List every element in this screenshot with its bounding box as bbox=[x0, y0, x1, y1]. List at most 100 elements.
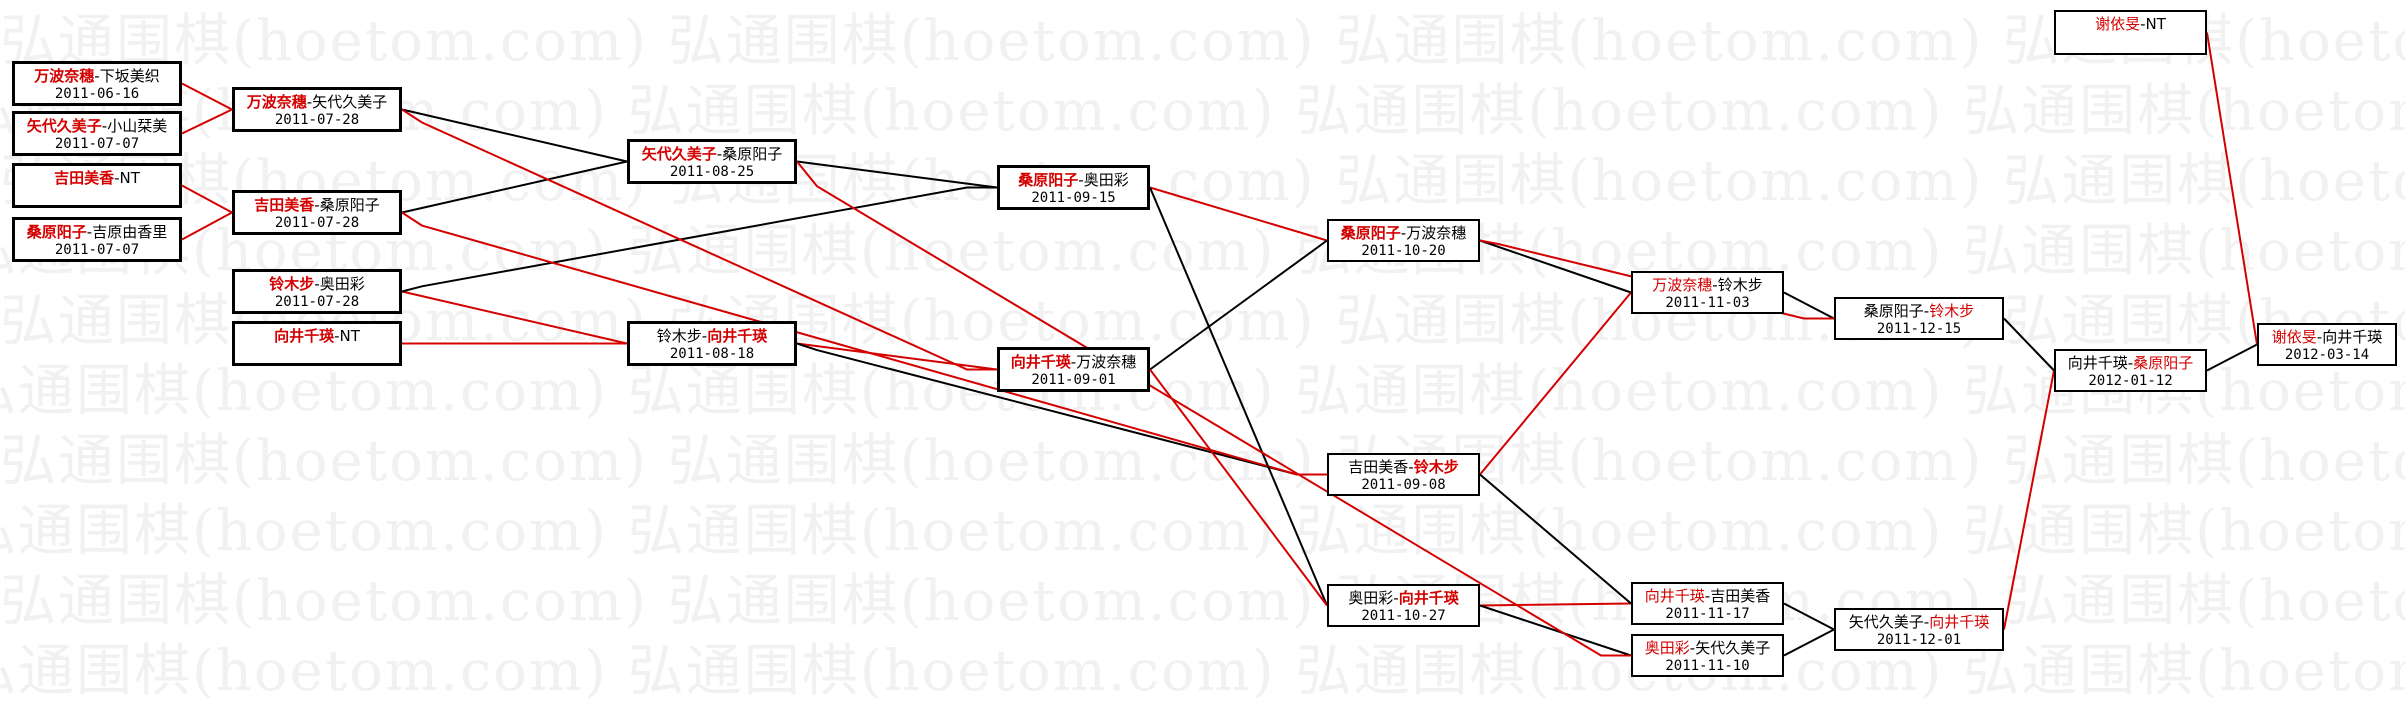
match-date: 2011-11-10 bbox=[1665, 658, 1750, 674]
name-separator: - bbox=[1400, 224, 1407, 242]
connector-line bbox=[181, 184, 233, 214]
winner-name: 谢依旻 bbox=[2271, 328, 2317, 346]
player-name: 吉田美香 bbox=[1710, 587, 1771, 605]
match-players: 矢代久美子-向井千瑛 bbox=[1836, 613, 2002, 631]
match-players: 吉田美香-桑原阳子 bbox=[235, 196, 399, 214]
winner-name: 桑原阳子 bbox=[2133, 354, 2194, 372]
connector-line bbox=[2206, 32, 2258, 345]
match-date: 2011-06-16 bbox=[54, 86, 140, 102]
player-name: 奥田彩 bbox=[1348, 589, 1394, 607]
connector-line bbox=[401, 160, 628, 214]
match-players: 万波奈穗-下坂美织 bbox=[15, 67, 179, 85]
connector-line bbox=[401, 290, 628, 345]
connector-line bbox=[181, 82, 233, 111]
player-name: 桑原阳子 bbox=[1863, 302, 1924, 320]
match-players: 铃木步-奥田彩 bbox=[235, 275, 399, 293]
match-players: 吉田美香-NT bbox=[15, 169, 179, 187]
match-date: 2012-01-12 bbox=[2088, 373, 2173, 389]
player-name: 向井千瑛 bbox=[2067, 354, 2128, 372]
name-separator: - bbox=[86, 223, 93, 241]
name-separator: - bbox=[114, 169, 120, 187]
winner-name: 铃木步 bbox=[1413, 458, 1459, 476]
player-name: 桑原阳子 bbox=[722, 145, 783, 163]
match-box: 谢依旻-NT bbox=[2054, 10, 2207, 55]
connector-line bbox=[1479, 473, 1632, 605]
match-players: 谢依旻-NT bbox=[2056, 15, 2205, 33]
winner-name: 铃木步 bbox=[269, 275, 315, 293]
name-separator: - bbox=[1393, 589, 1399, 607]
winner-name: 万波奈穗 bbox=[246, 93, 307, 111]
match-date: 2011-08-18 bbox=[669, 346, 755, 362]
connector-line bbox=[1149, 368, 1328, 607]
player-name: 奥田彩 bbox=[1083, 171, 1129, 189]
connector-line bbox=[2206, 343, 2258, 372]
connector-line bbox=[796, 342, 998, 371]
player-name: NT bbox=[119, 169, 140, 187]
match-players: 吉田美香-铃木步 bbox=[1329, 458, 1478, 476]
winner-name: 桑原阳子 bbox=[1340, 224, 1401, 242]
match-players: 桑原阳子-万波奈穗 bbox=[1329, 224, 1478, 242]
connector-line bbox=[1783, 628, 1835, 657]
player-name: 铃木步 bbox=[1717, 276, 1763, 294]
name-separator: - bbox=[1712, 276, 1718, 294]
match-players: 桑原阳子-铃木步 bbox=[1836, 302, 2002, 320]
match-players: 奥田彩-矢代久美子 bbox=[1633, 639, 1782, 657]
name-separator: - bbox=[1704, 587, 1711, 605]
match-date: 2011-10-27 bbox=[1361, 608, 1446, 624]
player-name: 矢代久美子 bbox=[312, 93, 388, 111]
winner-name: 万波奈穗 bbox=[34, 67, 95, 85]
match-players: 万波奈穗-铃木步 bbox=[1633, 276, 1782, 294]
name-separator: - bbox=[101, 117, 108, 135]
match-date: 2011-09-08 bbox=[1361, 477, 1446, 493]
winner-name: 吉田美香 bbox=[54, 169, 115, 187]
name-separator: - bbox=[306, 93, 313, 111]
match-date: 2011-07-28 bbox=[274, 294, 360, 310]
connector-line bbox=[1149, 187, 1328, 606]
connector-line bbox=[1149, 239, 1328, 371]
match-date: 2011-09-01 bbox=[1031, 372, 1116, 388]
player-name: 桑原阳子 bbox=[319, 196, 380, 214]
name-separator: - bbox=[314, 196, 320, 214]
player-name: 吉原由香里 bbox=[92, 223, 168, 241]
name-separator: - bbox=[716, 145, 723, 163]
name-separator: - bbox=[1923, 613, 1930, 631]
winner-name: 矢代久美子 bbox=[641, 145, 717, 163]
match-players: 向井千瑛-万波奈穗 bbox=[1000, 353, 1147, 371]
player-name: 向井千瑛 bbox=[2322, 328, 2383, 346]
match-date: 2011-07-07 bbox=[54, 136, 140, 152]
match-date: 2011-12-15 bbox=[1876, 321, 1962, 337]
match-players: 矢代久美子-小山栞美 bbox=[15, 117, 179, 135]
player-name: 万波奈穗 bbox=[1076, 353, 1137, 371]
connector-line bbox=[1783, 291, 1835, 320]
winner-name: 矢代久美子 bbox=[26, 117, 102, 135]
winner-name: 桑原阳子 bbox=[26, 223, 87, 241]
player-name: 铃木步 bbox=[656, 327, 702, 345]
connector-line bbox=[1479, 239, 1632, 294]
connector-line bbox=[1479, 604, 1632, 657]
name-separator: - bbox=[2127, 354, 2134, 372]
match-date: 2011-07-07 bbox=[54, 242, 140, 258]
match-players: 铃木步-向井千瑛 bbox=[630, 327, 794, 345]
player-name: 下坂美织 bbox=[99, 67, 160, 85]
name-separator: - bbox=[1923, 302, 1930, 320]
name-separator: - bbox=[1689, 639, 1696, 657]
match-box: 向井千瑛-NT bbox=[232, 321, 402, 366]
player-name: 矢代久美子 bbox=[1695, 639, 1771, 657]
match-date: 2011-07-28 bbox=[274, 215, 360, 231]
match-players: 万波奈穗-矢代久美子 bbox=[235, 93, 399, 111]
name-separator: - bbox=[1078, 171, 1084, 189]
player-name: NT bbox=[339, 327, 360, 345]
connector-line bbox=[181, 211, 233, 241]
match-date: 2012-03-14 bbox=[2284, 347, 2370, 363]
winner-name: 吉田美香 bbox=[254, 196, 315, 214]
connector-line bbox=[401, 186, 997, 293]
